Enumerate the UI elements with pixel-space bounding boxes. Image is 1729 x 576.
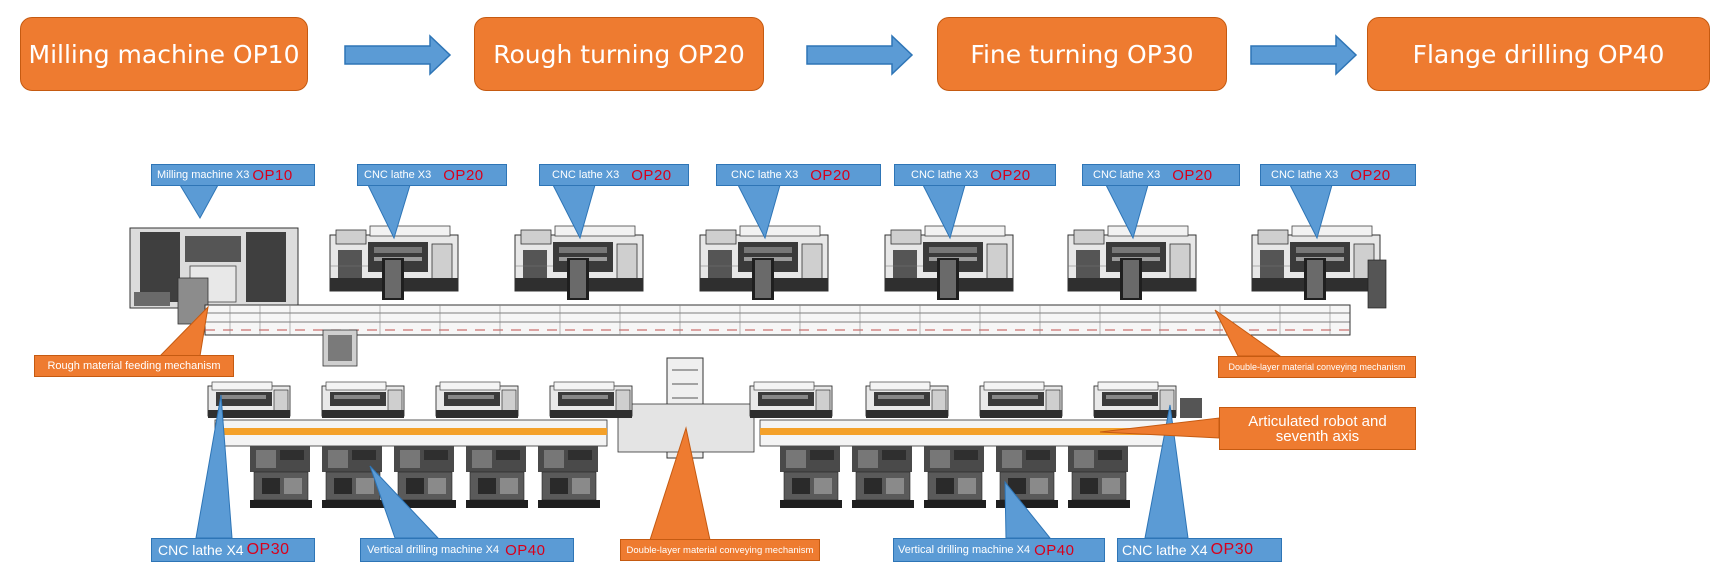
step-op30: Fine turning OP30 xyxy=(937,17,1227,91)
op-code: OP40 xyxy=(1034,541,1075,559)
step-op20: Rough turning OP20 xyxy=(474,17,764,91)
callout-text: CNC lathe X4 xyxy=(1122,542,1208,558)
flow-arrow-icon xyxy=(806,34,914,76)
op-code: OP20 xyxy=(810,166,851,184)
callout-text: CNC lathe X3 xyxy=(364,169,432,181)
callout-lathe-op30: CNC lathe X4 OP30 xyxy=(1117,538,1282,562)
callout-text: CNC lathe X3 xyxy=(1093,169,1161,181)
milling-station xyxy=(129,227,299,325)
callout-text: CNC lathe X4 xyxy=(158,542,244,558)
op-code: OP30 xyxy=(1210,541,1254,558)
callout-lathe-op20: CNC lathe X3 OP20 xyxy=(1260,164,1416,186)
callout-text: CNC lathe X3 xyxy=(911,169,979,181)
op-code: OP30 xyxy=(246,541,290,558)
label-upper-conveyor: Double-layer material conveying mechanis… xyxy=(1218,356,1416,378)
callout-text: Milling machine X3 xyxy=(157,169,250,181)
callout-text: Vertical drilling machine X4 xyxy=(367,544,500,556)
robot-rail xyxy=(214,419,1171,447)
op-code: OP20 xyxy=(1172,166,1213,184)
op-code: OP20 xyxy=(1350,166,1391,184)
step-op40: Flange drilling OP40 xyxy=(1367,17,1710,91)
callout-lathe-op20: CNC lathe X3 OP20 xyxy=(894,164,1056,186)
op-code: OP20 xyxy=(631,166,672,184)
flow-arrow-icon xyxy=(344,34,452,76)
callout-drill-op40: Vertical drilling machine X4 OP40 xyxy=(360,538,574,562)
op-code: OP40 xyxy=(505,541,546,559)
label-rough-feeding: Rough material feeding mechanism xyxy=(34,355,234,377)
callout-text: CNC lathe X3 xyxy=(1271,169,1339,181)
callout-milling-op10: Milling machine X3 OP10 xyxy=(151,164,315,186)
callout-lathe-op20: CNC lathe X3 OP20 xyxy=(1082,164,1240,186)
callout-lathe-op30: CNC lathe X4 OP30 xyxy=(151,538,315,562)
callout-drill-op40: Vertical drilling machine X4 OP40 xyxy=(893,538,1105,562)
callout-text: Vertical drilling machine X4 xyxy=(898,544,1031,556)
callout-lathe-op20: CNC lathe X3 OP20 xyxy=(357,164,507,186)
label-robot-seventh-axis: Articulated robot and seventh axis xyxy=(1219,407,1416,450)
op-code: OP20 xyxy=(990,166,1031,184)
label-center-conveyor: Double-layer material conveying mechanis… xyxy=(620,539,820,561)
upper-conveyor xyxy=(204,304,1351,367)
op-code: OP20 xyxy=(443,166,484,184)
step-op10: Milling machine OP10 xyxy=(20,17,308,91)
callout-lathe-op20: CNC lathe X3 OP20 xyxy=(539,164,689,186)
op-code: OP10 xyxy=(252,166,293,184)
callout-lathe-op20: CNC lathe X3 OP20 xyxy=(716,164,881,186)
callout-text: CNC lathe X3 xyxy=(552,169,620,181)
callout-text: CNC lathe X3 xyxy=(731,169,799,181)
flow-arrow-icon xyxy=(1250,34,1358,76)
